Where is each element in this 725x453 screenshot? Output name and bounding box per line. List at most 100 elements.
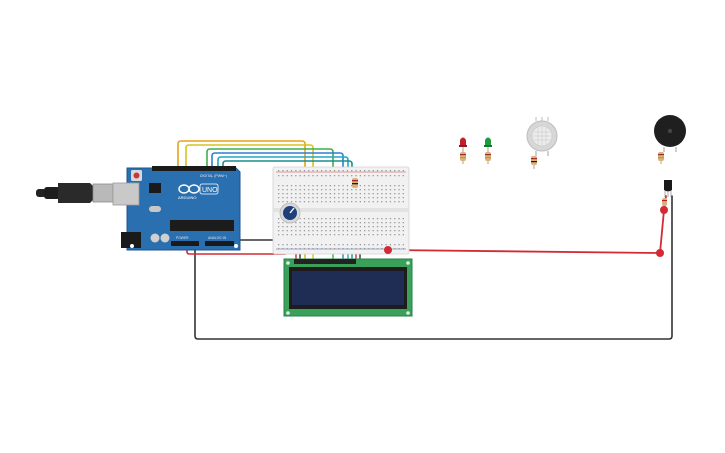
- breadboard-hole: [303, 185, 306, 187]
- breadboard-hole: [385, 244, 387, 246]
- npn-transistor[interactable]: [664, 180, 672, 197]
- breadboard-hole: [333, 248, 336, 250]
- resistor-buzzer[interactable]: [658, 152, 664, 164]
- breadboard-hole: [308, 226, 310, 228]
- breadboard-hole: [303, 201, 306, 203]
- breadboard-hole: [303, 226, 306, 228]
- resistor-red-led[interactable]: [460, 152, 466, 164]
- breadboard-hole: [394, 197, 396, 199]
- wire-node[interactable]: [660, 206, 668, 214]
- lcd-16x2[interactable]: [283, 258, 413, 317]
- breadboard-hole: [359, 197, 361, 199]
- breadboard-hole: [394, 185, 396, 187]
- breadboard-hole: [282, 226, 284, 228]
- breadboard-hole: [389, 226, 392, 228]
- piezo-buzzer[interactable]: [654, 115, 686, 152]
- breadboard-hole: [394, 170, 396, 172]
- breadboard-hole: [346, 185, 349, 187]
- signal-wire-teal[interactable]: [222, 160, 353, 191]
- breadboard-hole: [342, 170, 344, 172]
- breadboard-hole: [364, 248, 366, 250]
- breadboard-hole: [316, 189, 318, 191]
- analog-header: [205, 241, 234, 246]
- signal-wire-cyan[interactable]: [217, 156, 349, 191]
- led-green[interactable]: [484, 137, 492, 153]
- breadboard-hole: [402, 248, 404, 250]
- breadboard-hole: [389, 222, 392, 224]
- breadboard-hole: [312, 185, 314, 187]
- breadboard-hole: [316, 197, 318, 199]
- breadboard-hole: [333, 226, 336, 228]
- breadboard-hole: [342, 218, 344, 220]
- breadboard-hole: [299, 248, 301, 250]
- breadboard-hole: [321, 201, 323, 203]
- breadboard-hole: [295, 170, 297, 172]
- resistor-gas-sensor[interactable]: [531, 156, 537, 169]
- usb-cable[interactable]: [36, 183, 114, 203]
- breadboard-hole: [312, 201, 314, 203]
- breadboard-hole: [364, 201, 366, 203]
- signal-wire-yellow[interactable]: [185, 144, 314, 191]
- breadboard-hole: [394, 189, 396, 191]
- capacitor: [150, 233, 160, 243]
- breadboard-hole: [325, 248, 327, 250]
- breadboard-hole: [278, 234, 280, 236]
- breadboard-hole: [303, 193, 306, 195]
- signal-wire-orange[interactable]: [177, 140, 306, 191]
- breadboard-hole: [286, 248, 288, 250]
- breadboard-hole: [376, 222, 379, 224]
- breadboard-hole: [299, 230, 301, 232]
- gas-sensor[interactable]: [526, 117, 558, 156]
- breadboard-hole: [381, 175, 383, 177]
- resistor-green-led[interactable]: [485, 152, 491, 164]
- breadboard-hole: [282, 185, 284, 187]
- breadboard-hole: [394, 222, 396, 224]
- breadboard-hole: [372, 170, 374, 172]
- breadboard-hole: [351, 234, 353, 236]
- breadboard-hole: [308, 170, 310, 172]
- breadboard-hole: [299, 185, 301, 187]
- breadboard-hole: [398, 197, 400, 199]
- breadboard-hole: [312, 244, 314, 246]
- breadboard-hole: [385, 189, 387, 191]
- breadboard-hole: [351, 185, 353, 187]
- potentiometer[interactable]: [279, 202, 301, 224]
- ground-wire-loop[interactable]: [194, 195, 673, 340]
- breadboard-hole: [303, 234, 306, 236]
- breadboard-hole: [398, 218, 400, 220]
- breadboard-hole: [316, 244, 318, 246]
- breadboard-hole: [402, 222, 404, 224]
- breadboard-hole: [398, 244, 400, 246]
- breadboard-hole: [402, 170, 404, 172]
- breadboard[interactable]: [272, 166, 410, 255]
- breadboard-hole: [329, 170, 331, 172]
- breadboard-hole: [376, 244, 379, 246]
- wire-node[interactable]: [656, 249, 664, 257]
- breadboard-hole: [295, 197, 297, 199]
- arduino-uno-board[interactable]: DIGITAL (PWM~) ARDUINO UNO POWER ANALOG …: [112, 166, 241, 251]
- breadboard-hole: [359, 185, 361, 187]
- wire-node[interactable]: [384, 246, 392, 254]
- power-rail-wire[interactable]: [387, 249, 661, 254]
- breadboard-hole: [402, 201, 404, 203]
- breadboard-hole: [372, 193, 374, 195]
- signal-wire-blue[interactable]: [211, 152, 344, 191]
- breadboard-hole: [299, 234, 301, 236]
- breadboard-hole: [351, 222, 353, 224]
- breadboard-hole: [299, 218, 301, 220]
- led-red[interactable]: [459, 137, 467, 153]
- breadboard-hole: [282, 193, 284, 195]
- resistor-transistor[interactable]: [662, 198, 667, 206]
- breadboard-resistor[interactable]: [352, 178, 358, 188]
- breadboard-hole: [325, 234, 327, 236]
- capacitor: [160, 233, 170, 243]
- breadboard-hole: [338, 189, 340, 191]
- breadboard-hole: [303, 218, 306, 220]
- breadboard-hole: [342, 185, 344, 187]
- breadboard-hole: [312, 234, 314, 236]
- signal-wire-green[interactable]: [206, 148, 334, 191]
- breadboard-hole: [299, 201, 301, 203]
- wires: [177, 140, 673, 340]
- breadboard-hole: [312, 230, 314, 232]
- breadboard-hole: [308, 230, 310, 232]
